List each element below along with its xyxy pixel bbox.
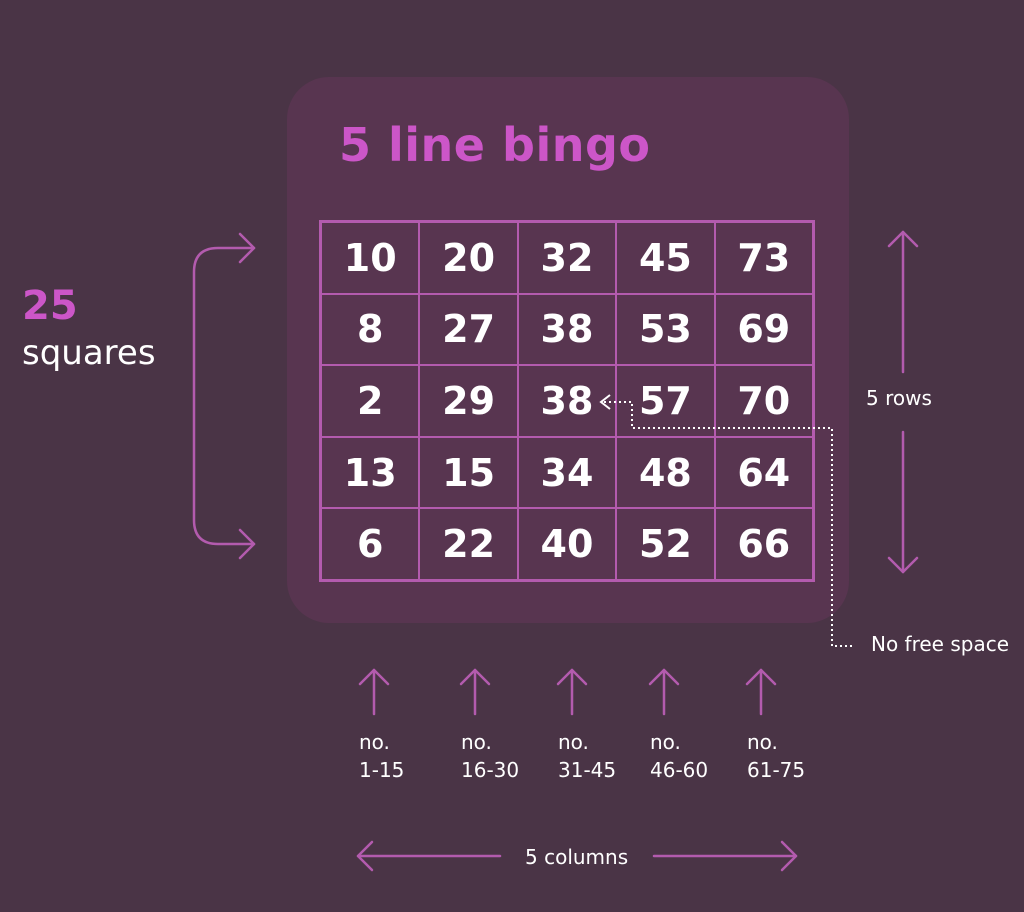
grid-cell: 48 [616, 436, 715, 509]
squares-count: 25 [22, 283, 78, 329]
bingo-card-panel [287, 77, 849, 623]
columns-label: 5 columns [525, 845, 629, 869]
grid-cell: 20 [419, 222, 518, 294]
grid-cell: 40 [517, 508, 617, 580]
grid-cell: 70 [714, 365, 813, 437]
grid-cell: 27 [419, 293, 518, 366]
grid-cell: 2 [321, 365, 420, 437]
arrowhead-icon [238, 232, 256, 264]
grid-cell: 29 [419, 365, 518, 437]
column-range-label: no. 1-15 [359, 730, 405, 782]
bracket-arrow [192, 246, 256, 546]
column-range-label: no. 61-75 [747, 730, 806, 782]
grid-cell: 13 [321, 436, 420, 509]
grid-cell: 64 [714, 436, 813, 509]
squares-label: squares [22, 333, 156, 373]
bingo-grid: 10 20 32 45 73 8 27 38 53 69 2 29 38 57 … [319, 220, 815, 582]
column-range-label: no. 46-60 [650, 730, 709, 782]
grid-cell: 8 [321, 293, 420, 366]
grid-cell: 15 [419, 436, 518, 509]
column-range-label: no. 16-30 [461, 730, 520, 782]
arrowhead-icon [238, 528, 256, 560]
arrowhead-icon [887, 230, 919, 248]
grid-cell: 6 [321, 508, 420, 580]
arrow-up-icon [459, 668, 491, 686]
page-title: 5 line bingo [339, 118, 651, 172]
grid-cell: 10 [321, 222, 420, 294]
column-range-label: no. 31-45 [558, 730, 617, 782]
grid-cell: 57 [616, 365, 715, 437]
arrowhead-icon [356, 840, 374, 872]
grid-cell: 73 [714, 222, 813, 294]
grid-cell: 38 [517, 365, 617, 437]
no-free-space-label: No free space [871, 632, 1010, 656]
grid-cell: 69 [714, 293, 813, 366]
grid-cell: 53 [616, 293, 715, 366]
grid-cell: 66 [714, 508, 813, 580]
arrow-up-icon [556, 668, 588, 686]
grid-cell: 45 [616, 222, 715, 294]
arrowhead-icon [780, 840, 798, 872]
no-free-space-pointer [604, 401, 852, 647]
arrowhead-icon [599, 394, 611, 410]
rows-label: 5 rows [866, 386, 932, 410]
arrow-up-icon [358, 668, 390, 686]
grid-cell: 52 [616, 508, 715, 580]
arrow-up-icon [648, 668, 680, 686]
arrowhead-icon [887, 556, 919, 574]
grid-cell: 22 [419, 508, 518, 580]
arrow-up-icon [745, 668, 777, 686]
grid-cell: 38 [517, 293, 617, 366]
grid-cell: 34 [517, 436, 617, 509]
grid-cell: 32 [517, 222, 617, 294]
